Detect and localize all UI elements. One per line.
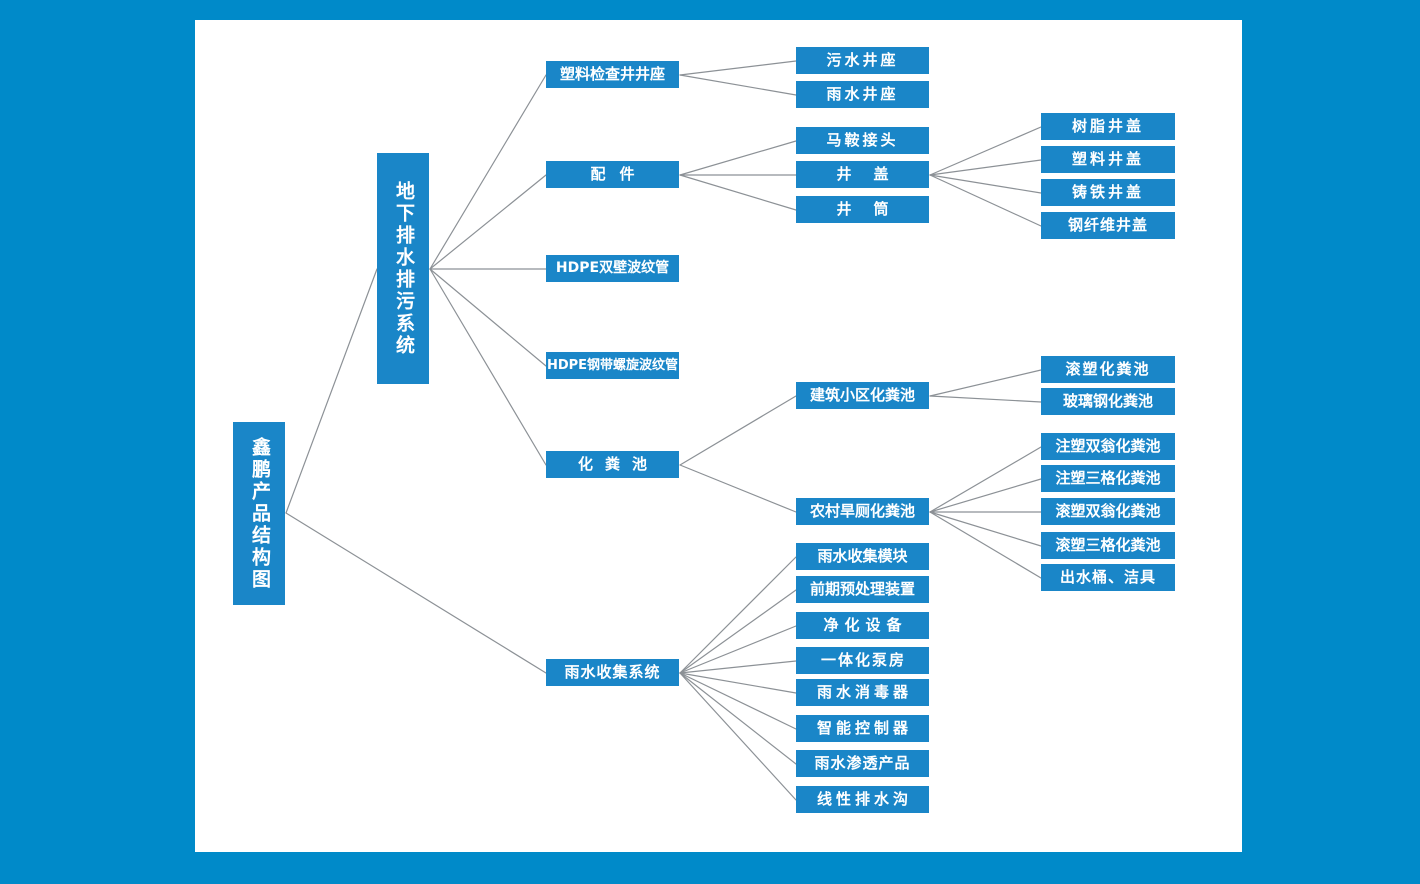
node-injection-molded-double-urn-septic-tank[interactable]: 注塑双翁化粪池 bbox=[1041, 433, 1175, 460]
node-underground-drainage-system[interactable]: 地下排水排污系统 bbox=[377, 153, 429, 384]
node-rotomolded-three-compartment-septic-tank[interactable]: 滚塑三格化粪池 bbox=[1041, 532, 1175, 559]
node-outlet-bucket-and-sanitary-ware[interactable]: 出水桶、洁具 bbox=[1041, 564, 1175, 591]
node-septic-tank[interactable]: 化粪池 bbox=[546, 451, 679, 478]
node-rainwater-collection-module[interactable]: 雨水收集模块 bbox=[796, 543, 929, 570]
node-linear-drainage-channel[interactable]: 线性排水沟 bbox=[796, 786, 929, 813]
node-hdpe-steel-belt-spiral-corrugated-pipe[interactable]: HDPE钢带螺旋波纹管 bbox=[546, 352, 679, 379]
node-fittings[interactable]: 配件 bbox=[546, 161, 679, 188]
node-rainwater-sterilizer[interactable]: 雨水消毒器 bbox=[796, 679, 929, 706]
node-smart-controller[interactable]: 智能控制器 bbox=[796, 715, 929, 742]
node-manhole-cover[interactable]: 井盖 bbox=[796, 161, 929, 188]
node-rotomolded-double-urn-septic-tank[interactable]: 滚塑双翁化粪池 bbox=[1041, 498, 1175, 525]
node-stormwater-well-base[interactable]: 雨水井座 bbox=[796, 81, 929, 108]
node-rural-toilet-septic-tank[interactable]: 农村旱厕化粪池 bbox=[796, 498, 929, 525]
node-residential-septic-tank[interactable]: 建筑小区化粪池 bbox=[796, 382, 929, 409]
node-hdpe-double-wall-corrugated-pipe[interactable]: HDPE双壁波纹管 bbox=[546, 255, 679, 282]
node-steel-fiber-manhole-cover[interactable]: 钢纤维井盖 bbox=[1041, 212, 1175, 239]
node-manhole-barrel[interactable]: 井筒 bbox=[796, 196, 929, 223]
node-purification-equipment[interactable]: 净化设备 bbox=[796, 612, 929, 639]
node-saddle-joint[interactable]: 马鞍接头 bbox=[796, 127, 929, 154]
node-pretreatment-device[interactable]: 前期预处理装置 bbox=[796, 576, 929, 603]
node-cast-iron-manhole-cover[interactable]: 铸铁井盖 bbox=[1041, 179, 1175, 206]
node-rainwater-collection-system[interactable]: 雨水收集系统 bbox=[546, 659, 679, 686]
node-sewage-well-base[interactable]: 污水井座 bbox=[796, 47, 929, 74]
node-injection-molded-three-compartment-septic-tank[interactable]: 注塑三格化粪池 bbox=[1041, 465, 1175, 492]
node-frp-septic-tank[interactable]: 玻璃钢化粪池 bbox=[1041, 388, 1175, 415]
node-rainwater-infiltration-products[interactable]: 雨水渗透产品 bbox=[796, 750, 929, 777]
node-plastic-manhole-cover[interactable]: 塑料井盖 bbox=[1041, 146, 1175, 173]
node-plastic-inspection-well-base[interactable]: 塑料检查井井座 bbox=[546, 61, 679, 88]
node-resin-manhole-cover[interactable]: 树脂井盖 bbox=[1041, 113, 1175, 140]
node-rotomolded-septic-tank[interactable]: 滚塑化粪池 bbox=[1041, 356, 1175, 383]
node-root[interactable]: 鑫鹏产品结构图 bbox=[233, 422, 285, 605]
node-integrated-pump-station[interactable]: 一体化泵房 bbox=[796, 647, 929, 674]
